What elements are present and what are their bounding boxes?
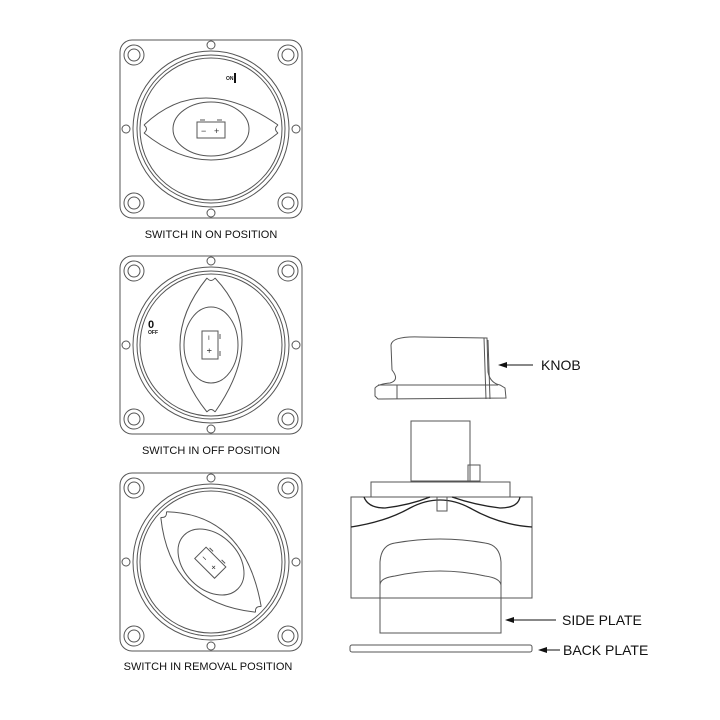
- mount-hole: [277, 408, 299, 430]
- mount-hole: [123, 408, 145, 430]
- switch-plate-2: −+: [119, 472, 303, 652]
- svg-text:ON: ON: [226, 76, 234, 82]
- stem-part: [370, 420, 511, 497]
- callout-back-plate: BACK PLATE: [538, 642, 648, 658]
- battery-icon: [201, 330, 219, 360]
- mount-hole: [277, 260, 299, 282]
- caption-off: SWITCH IN OFF POSITION: [142, 445, 280, 457]
- body-part: [350, 496, 533, 599]
- caption-removal: SWITCH IN REMOVAL POSITION: [124, 661, 293, 673]
- svg-text:0: 0: [148, 319, 154, 331]
- svg-text:OFF: OFF: [148, 330, 158, 336]
- mount-hole: [277, 192, 299, 214]
- knob-top: −+: [179, 277, 243, 413]
- knob-top: −+: [143, 97, 279, 161]
- svg-text:−: −: [199, 553, 210, 564]
- mount-hole: [277, 477, 299, 499]
- callout-knob: KNOB: [498, 357, 581, 373]
- side-plate-part: [379, 538, 502, 634]
- switch-plate-1: −+: [119, 255, 303, 435]
- side-view: [349, 336, 533, 653]
- svg-text:+: +: [204, 348, 214, 353]
- off-marker: 0 OFF: [148, 319, 158, 336]
- mount-hole: [123, 192, 145, 214]
- svg-text:BACK PLATE: BACK PLATE: [563, 642, 648, 658]
- svg-text:+: +: [208, 562, 219, 573]
- svg-text:−: −: [201, 126, 206, 136]
- knob-part: [374, 336, 507, 400]
- mount-hole: [277, 44, 299, 66]
- svg-text:KNOB: KNOB: [541, 357, 581, 373]
- svg-text:−: −: [204, 335, 214, 340]
- mount-hole: [277, 625, 299, 647]
- callout-side-plate: SIDE PLATE: [505, 612, 642, 628]
- mount-hole: [123, 477, 145, 499]
- svg-text:SIDE PLATE: SIDE PLATE: [562, 612, 642, 628]
- on-marker: ON: [226, 73, 236, 83]
- battery-icon: [194, 546, 227, 579]
- back-plate-part: [349, 644, 533, 653]
- knob-top: −+: [160, 511, 262, 613]
- mount-hole: [123, 625, 145, 647]
- caption-on: SWITCH IN ON POSITION: [145, 229, 278, 241]
- mount-hole: [123, 260, 145, 282]
- mount-hole: [123, 44, 145, 66]
- svg-text:+: +: [214, 126, 219, 136]
- battery-icon: [196, 121, 226, 139]
- switch-plate-0: −+: [119, 39, 303, 219]
